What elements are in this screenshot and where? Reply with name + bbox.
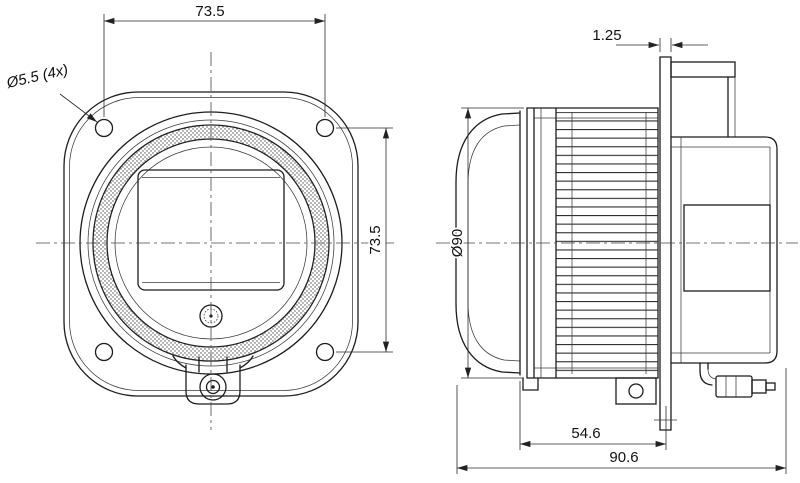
dim-hole-callout: Ø5.5 (4x): [2, 60, 98, 123]
connector-pigtail: [699, 362, 776, 398]
dim-label-overall-depth: 90.6: [609, 449, 638, 466]
dim-label-hole-callout: Ø5.5 (4x): [4, 61, 70, 92]
dim-label-hole-spacing-vertical: 73.5: [367, 225, 384, 254]
dim-overall-depth: 90.6: [456, 368, 787, 474]
dim-hole-spacing-vertical: 73.5: [336, 127, 393, 353]
hatched-section: [683, 204, 771, 292]
side-view: [436, 56, 798, 431]
mounting-holes: [94, 118, 335, 362]
front-centerlines: [36, 52, 394, 430]
dim-label-plate-thickness: 1.25: [592, 27, 621, 44]
front-view: [36, 52, 394, 430]
dim-label-body-diameter: Ø90: [449, 229, 466, 257]
bottom-mounting-bracket: [172, 355, 254, 405]
top-bracket-tab: [670, 61, 736, 138]
under-body-bracket: [522, 377, 657, 405]
dim-depth-to-flange: 54.6: [519, 381, 667, 450]
dim-hole-spacing-horizontal: 73.5: [103, 1, 326, 117]
dim-body-diameter: Ø90: [447, 107, 524, 379]
dim-plate-thickness: 1.25: [591, 25, 708, 52]
mounting-plate-edge: [654, 56, 677, 431]
rear-housing: [670, 136, 778, 364]
dimensions: 73.5 73.5 Ø5.5 (4x) 1.25 Ø90: [2, 1, 787, 474]
dim-label-depth-to-flange: 54.6: [571, 425, 600, 442]
dim-label-hole-spacing-horizontal: 73.5: [195, 3, 224, 20]
